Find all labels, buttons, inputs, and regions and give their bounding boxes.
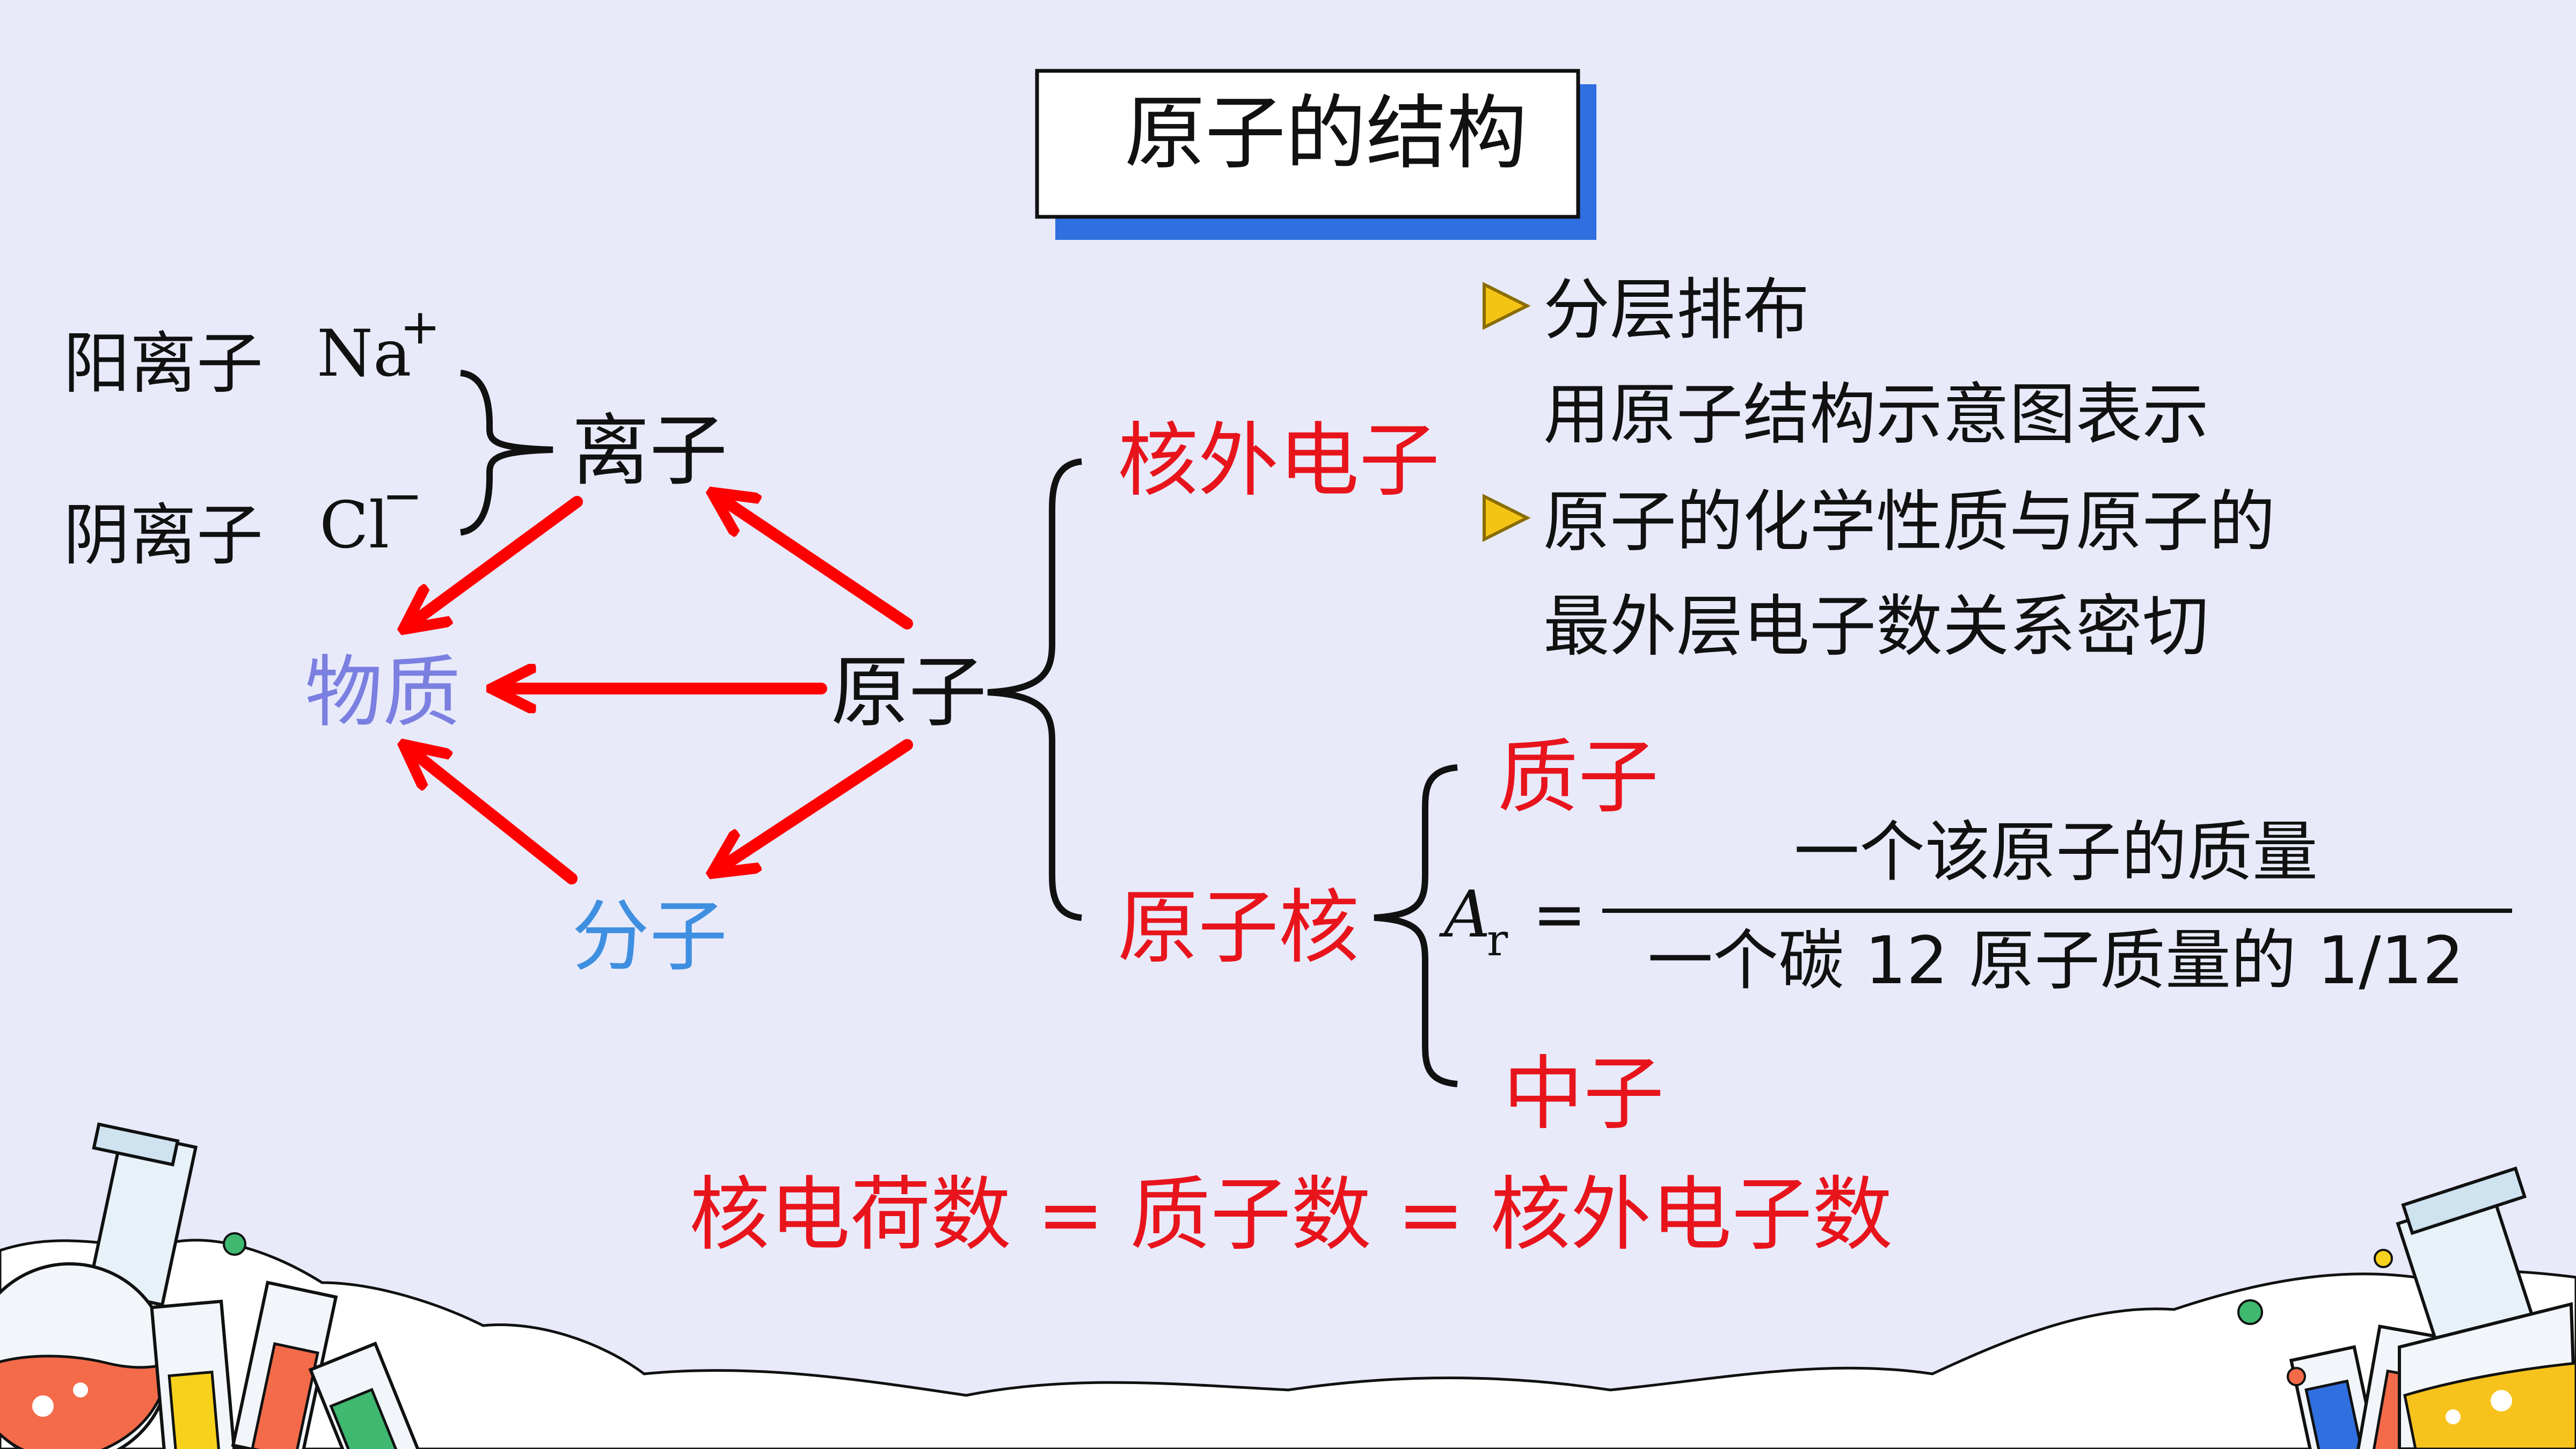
atom-brace xyxy=(987,458,1082,921)
formula-numerator: 一个该原子的质量 xyxy=(1794,814,2318,890)
lab-glassware-left-icon xyxy=(0,1122,422,1449)
formula-symbol: A xyxy=(1439,877,1491,952)
cation-label: 阳离子 xyxy=(63,325,263,402)
arrow-molecule-to-matter xyxy=(405,746,578,884)
formula-subscript: r xyxy=(1487,915,1508,966)
title-box: 原子的结构 xyxy=(1035,69,1596,240)
bullet-triangle-icon xyxy=(1483,494,1531,542)
note-line-3: 原子的化学性质与原子的 xyxy=(1543,484,2275,561)
formula-equals: = xyxy=(1533,877,1587,952)
node-atom: 原子 xyxy=(831,647,987,738)
relative-atomic-mass-formula: A r = 一个该原子的质量 一个碳 12 原子质量的 1/12 xyxy=(1439,814,2512,999)
ions-brace xyxy=(459,370,553,536)
node-proton: 质子 xyxy=(1498,731,1659,824)
bottom-decoration xyxy=(0,1122,2576,1449)
node-ion: 离子 xyxy=(572,406,727,496)
charge-relation: 核电荷数 = 质子数 = 核外电子数 xyxy=(689,1168,1893,1262)
arrow-ion-to-matter xyxy=(405,496,583,628)
bullet-triangle-icon xyxy=(1483,282,1531,330)
node-neutron: 中子 xyxy=(1503,1048,1664,1141)
node-matter: 物质 xyxy=(305,647,461,738)
page-title: 原子的结构 xyxy=(1125,87,1527,180)
nucleus-brace xyxy=(1374,764,1458,1087)
ions-group: 阳离子 Na + 阴离子 Cl − xyxy=(63,299,553,574)
cation-charge: + xyxy=(400,299,440,355)
title-frame xyxy=(1035,69,1580,219)
anion-symbol: Cl xyxy=(319,488,389,563)
note-line-2: 用原子结构示意图表示 xyxy=(1543,376,2209,453)
anion-label: 阴离子 xyxy=(63,497,263,574)
node-molecule: 分子 xyxy=(572,891,727,982)
node-extranuclear-electrons: 核外电子 xyxy=(1118,414,1440,508)
cation-symbol: Na xyxy=(317,317,412,391)
node-nucleus: 原子核 xyxy=(1118,881,1359,975)
arrows xyxy=(405,494,913,884)
electron-notes: 分层排布 用原子结构示意图表示 原子的化学性质与原子的 最外层电子数关系密切 xyxy=(1483,272,2275,665)
formula-denominator: 一个碳 12 原子质量的 1/12 xyxy=(1647,923,2464,999)
arrow-atom-to-ion xyxy=(714,494,913,630)
note-line-4: 最外层电子数关系密切 xyxy=(1543,588,2209,665)
anion-charge: − xyxy=(382,468,422,524)
arrow-atom-to-molecule xyxy=(714,739,913,872)
note-line-1: 分层排布 xyxy=(1543,272,1809,349)
cloud-shape xyxy=(0,1239,2576,1449)
lab-glassware-right-icon xyxy=(2237,1166,2576,1449)
